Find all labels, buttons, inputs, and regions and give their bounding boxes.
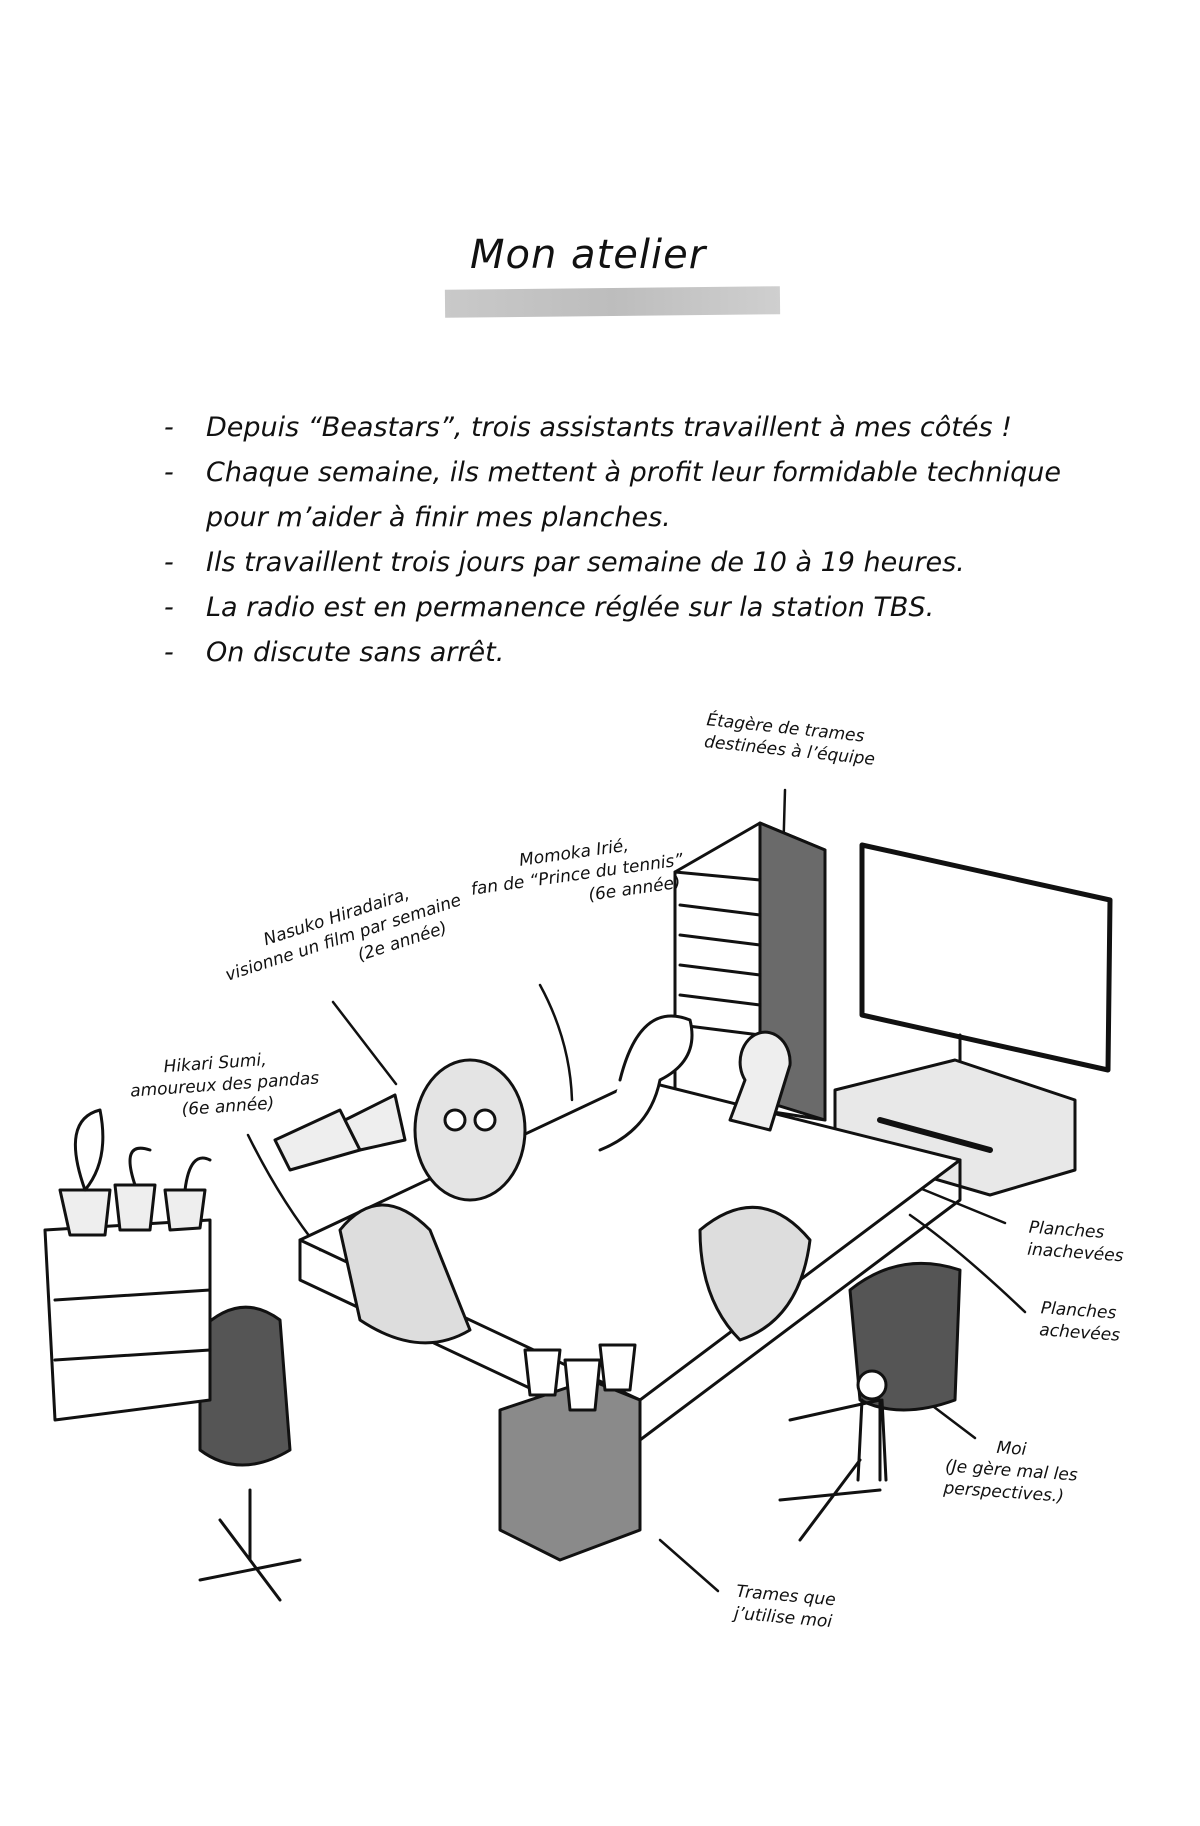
desk	[298, 1078, 962, 1562]
bullet-dash: -	[164, 412, 174, 443]
bullet-text: Chaque semaine, ils mettent à profit leu…	[206, 457, 1061, 488]
author-figure	[856, 1369, 888, 1482]
bullet-text: Depuis “Beastars”, trois assistants trav…	[206, 412, 1012, 443]
bullet-dash: -	[164, 637, 174, 668]
label-me: Moi (Je gère mal les perspectives.)	[943, 1433, 1080, 1508]
bullet-item: - Chaque semaine, ils mettent à profit le…	[164, 450, 1061, 495]
bullet-item: pour m’aider à finir mes planches.	[164, 495, 1061, 540]
office-chairs	[198, 1261, 962, 1602]
label-hikari: Hikari Sumi, amoureux des pandas (6e ann…	[128, 1045, 322, 1124]
bullet-item: - Depuis “Beastars”, trois assistants tra…	[164, 405, 1061, 450]
bullet-text: pour m’aider à finir mes planches.	[206, 502, 671, 533]
bullet-text: La radio est en permanence réglée sur la…	[206, 592, 935, 623]
bullet-item: - Ils travaillent trois jours par semaine…	[164, 540, 1061, 585]
label-screentones: Trames que j’utilise moi	[733, 1581, 836, 1634]
label-finished: Planches achevées	[1039, 1297, 1123, 1347]
bullet-dash: -	[164, 547, 174, 578]
bullet-dash: -	[164, 592, 174, 623]
pen-holders	[523, 1343, 637, 1412]
plant-cart	[43, 1108, 212, 1422]
bullet-dash: -	[164, 457, 174, 488]
bullet-list: - Depuis “Beastars”, trois assistants tra…	[164, 405, 1061, 675]
label-unfinished: Planches inachevées	[1027, 1217, 1126, 1268]
bullet-item: - On discute sans arrêt.	[164, 630, 1061, 675]
monitor	[859, 842, 1113, 1097]
bullet-text: Ils travaillent trois jours par semaine …	[206, 547, 965, 578]
bullet-item: - La radio est en permanence réglée sur l…	[164, 585, 1061, 630]
desk-lamps	[273, 1030, 792, 1172]
characters	[338, 1014, 812, 1345]
page-title: Mon atelier	[470, 232, 707, 278]
bullet-text: On discute sans arrêt.	[206, 637, 505, 668]
